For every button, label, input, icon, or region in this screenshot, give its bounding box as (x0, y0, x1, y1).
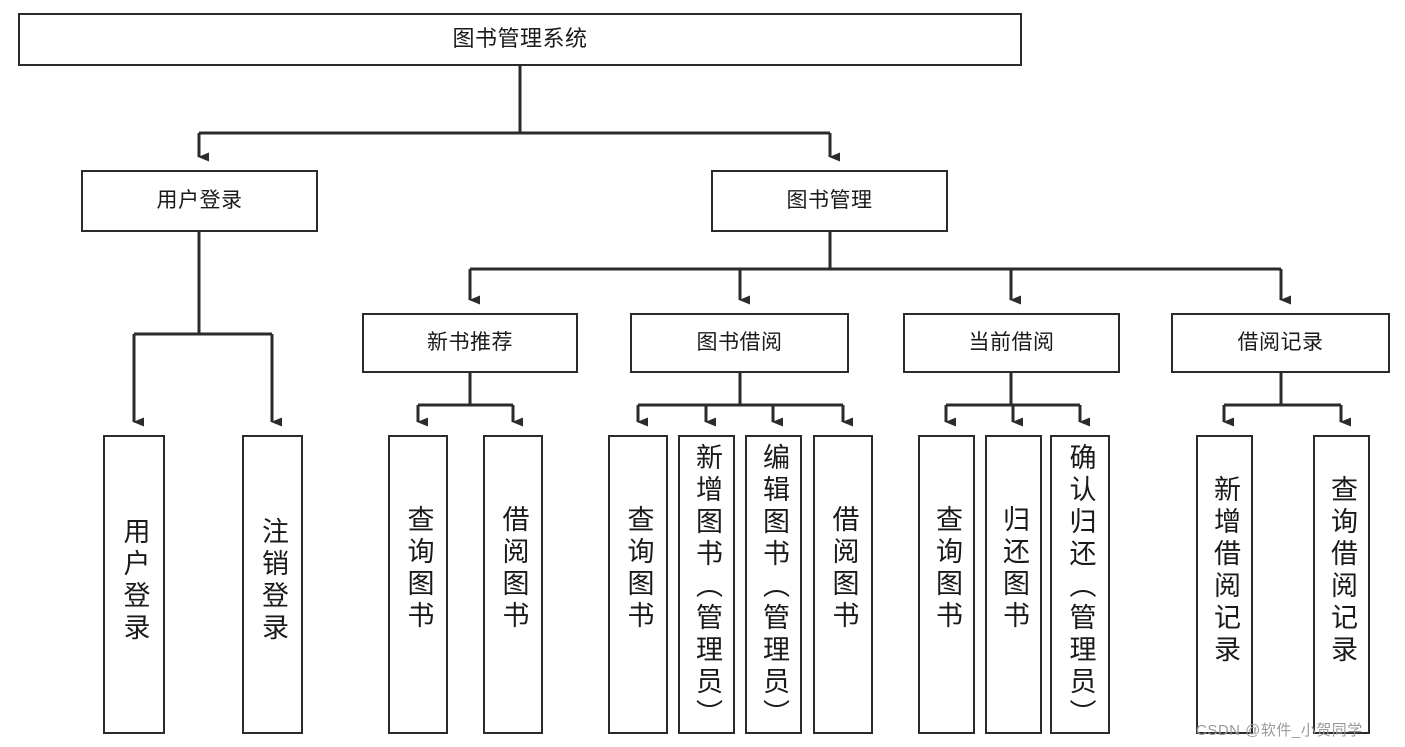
node-leaf-add-borrow-record-label: 新增借阅记录 (1210, 475, 1240, 667)
node-book-borrow[interactable]: 图书借阅 (630, 313, 849, 373)
node-leaf-confirm-return-admin[interactable]: 确认归还（管理员） (1050, 435, 1110, 734)
node-leaf-return-book[interactable]: 归还图书 (985, 435, 1042, 734)
node-book-borrow-label: 图书借阅 (696, 331, 783, 355)
node-leaf-user-login-label: 用户登录 (119, 517, 150, 645)
node-leaf-edit-book-admin[interactable]: 编辑图书（管理员） (745, 435, 802, 734)
node-leaf-logout-label: 注销登录 (258, 517, 288, 645)
node-root[interactable]: 图书管理系统 (18, 13, 1022, 66)
node-leaf-query-book-rec-label: 查询图书 (403, 505, 434, 633)
node-book-management[interactable]: 图书管理 (711, 170, 948, 232)
node-user-login-label: 用户登录 (156, 189, 243, 213)
node-leaf-edit-book-admin-label: 编辑图书（管理员） (759, 443, 789, 731)
node-leaf-borrow-book-rec[interactable]: 借阅图书 (483, 435, 543, 734)
node-borrow-record-label: 借阅记录 (1237, 331, 1324, 355)
node-leaf-query-borrow-record[interactable]: 查询借阅记录 (1313, 435, 1370, 734)
node-leaf-return-book-label: 归还图书 (999, 505, 1029, 633)
csdn-watermark: CSDN @软件_小贺同学 (1196, 722, 1363, 739)
node-leaf-query-book-current[interactable]: 查询图书 (918, 435, 975, 734)
node-leaf-add-borrow-record[interactable]: 新增借阅记录 (1196, 435, 1253, 734)
node-current-borrow-label: 当前借阅 (968, 331, 1055, 355)
node-leaf-logout[interactable]: 注销登录 (242, 435, 303, 734)
node-leaf-confirm-return-admin-label: 确认归还（管理员） (1065, 443, 1096, 731)
node-leaf-query-book-borrow-label: 查询图书 (623, 505, 654, 633)
node-leaf-query-book-current-label: 查询图书 (932, 505, 962, 633)
node-leaf-user-login[interactable]: 用户登录 (103, 435, 165, 734)
node-new-book-recommend[interactable]: 新书推荐 (362, 313, 578, 373)
node-root-label: 图书管理系统 (452, 26, 588, 52)
node-borrow-record[interactable]: 借阅记录 (1171, 313, 1390, 373)
node-leaf-add-book-admin-label: 新增图书（管理员） (692, 443, 722, 731)
node-book-management-label: 图书管理 (786, 189, 873, 213)
node-new-book-recommend-label: 新书推荐 (427, 331, 513, 355)
node-leaf-query-book-borrow[interactable]: 查询图书 (608, 435, 668, 734)
node-leaf-add-book-admin[interactable]: 新增图书（管理员） (678, 435, 735, 734)
node-leaf-query-book-rec[interactable]: 查询图书 (388, 435, 448, 734)
node-leaf-borrow-book-rec-label: 借阅图书 (498, 505, 529, 633)
node-user-login[interactable]: 用户登录 (81, 170, 318, 232)
node-leaf-borrow-book[interactable]: 借阅图书 (813, 435, 873, 734)
node-current-borrow[interactable]: 当前借阅 (903, 313, 1120, 373)
node-leaf-borrow-book-label: 借阅图书 (828, 505, 859, 633)
node-leaf-query-borrow-record-label: 查询借阅记录 (1327, 475, 1357, 667)
